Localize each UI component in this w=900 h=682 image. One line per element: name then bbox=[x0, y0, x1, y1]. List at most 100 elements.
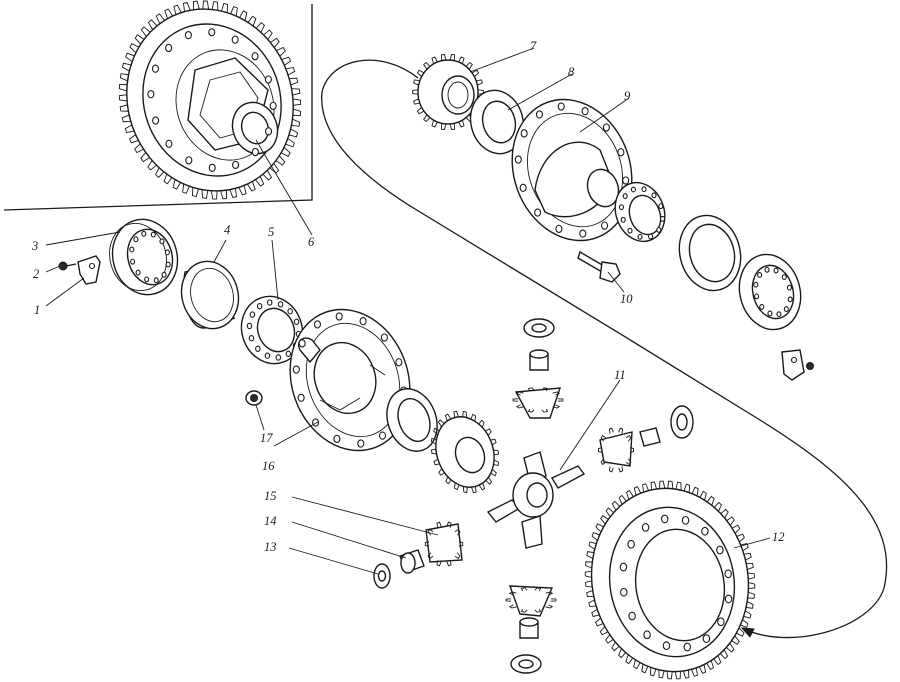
gear-tooth bbox=[433, 458, 440, 466]
gear-tooth bbox=[471, 69, 480, 77]
inset-frame bbox=[3, 4, 313, 211]
bolt-hole bbox=[248, 335, 255, 342]
gear-tooth bbox=[618, 427, 624, 434]
gear-tooth bbox=[454, 528, 461, 536]
gear-tooth bbox=[713, 501, 722, 512]
gear-tooth bbox=[493, 449, 499, 456]
gear-tooth bbox=[600, 458, 607, 466]
gear-tooth bbox=[140, 152, 150, 163]
gear-tooth bbox=[292, 108, 302, 116]
gear-tooth bbox=[659, 480, 666, 489]
gear-tooth bbox=[736, 533, 745, 543]
bolt-hole bbox=[557, 102, 565, 111]
gear-tooth bbox=[201, 189, 209, 199]
gear-tooth bbox=[605, 507, 614, 518]
gear-tooth bbox=[595, 617, 604, 627]
gear-tooth bbox=[433, 427, 440, 436]
gear-tooth bbox=[534, 608, 542, 613]
gear-tooth bbox=[412, 89, 419, 95]
part-10-bolt bbox=[577, 250, 621, 283]
gear-tooth bbox=[731, 524, 741, 534]
gear-tooth bbox=[449, 53, 455, 61]
gear-tooth bbox=[683, 483, 691, 493]
bearing-right bbox=[614, 181, 666, 243]
assembled-differential bbox=[118, 0, 302, 200]
pinion-washer-bottom bbox=[510, 654, 542, 674]
bolt-hole bbox=[133, 236, 139, 243]
gear-tooth bbox=[119, 104, 129, 112]
gear-tooth bbox=[285, 138, 295, 148]
gear-tooth bbox=[239, 10, 248, 21]
gear-tooth bbox=[478, 482, 486, 491]
gear-tooth bbox=[119, 73, 129, 82]
bolt-hole bbox=[724, 594, 733, 604]
part-5-tapered-bearing bbox=[240, 295, 304, 365]
gear-tooth bbox=[438, 468, 445, 476]
gear-tooth bbox=[545, 604, 554, 609]
side-gear-left bbox=[430, 410, 500, 494]
gear-tooth bbox=[505, 598, 512, 602]
gear-tooth bbox=[453, 482, 460, 491]
gear-tooth bbox=[413, 98, 420, 105]
part-labels: 1 2 3 4 5 6 7 8 9 10 11 12 13 14 15 16 1… bbox=[31, 39, 785, 554]
gear-tooth bbox=[485, 476, 493, 485]
gear-tooth bbox=[595, 523, 604, 533]
bolt-hole bbox=[164, 249, 170, 256]
bolt-hole bbox=[781, 274, 787, 281]
gear-tooth bbox=[125, 52, 135, 62]
bolt-hole bbox=[581, 107, 589, 116]
label-3: 3 bbox=[31, 239, 38, 253]
bolt-hole bbox=[619, 562, 628, 572]
gear-tooth bbox=[599, 626, 609, 636]
thrust-washer-left bbox=[386, 388, 438, 452]
bolt-hole bbox=[701, 526, 709, 536]
gear-tooth bbox=[719, 649, 729, 660]
bolt-hole bbox=[555, 224, 563, 233]
gear-tooth bbox=[586, 551, 594, 559]
gear-tooth bbox=[431, 56, 438, 65]
bolt-hole bbox=[787, 296, 793, 303]
bolt-hole bbox=[255, 345, 261, 353]
bolt-hole bbox=[656, 226, 662, 233]
bolt-hole bbox=[617, 148, 625, 157]
gear-tooth bbox=[706, 495, 715, 506]
gear-tooth bbox=[163, 173, 173, 185]
gear-tooth bbox=[444, 413, 452, 422]
gear-tooth bbox=[427, 528, 434, 536]
gear-tooth bbox=[413, 79, 420, 86]
gear-tooth bbox=[182, 2, 191, 12]
bolt-hole bbox=[658, 203, 664, 210]
bolt-hole bbox=[683, 642, 692, 652]
gear-tooth bbox=[134, 143, 144, 154]
gear-tooth bbox=[618, 648, 627, 659]
part-3-adjusting-nut bbox=[109, 218, 179, 296]
bolt-hole bbox=[600, 221, 609, 230]
gear-tooth bbox=[276, 46, 286, 57]
bolt-hole bbox=[151, 64, 159, 73]
bolt-hole bbox=[534, 208, 542, 217]
label-5: 5 bbox=[268, 225, 274, 239]
gear-tooth bbox=[490, 438, 497, 446]
gear-tooth bbox=[476, 79, 483, 86]
pinion-gear-top bbox=[512, 387, 564, 419]
gear-tooth bbox=[436, 521, 442, 528]
bolt-hole bbox=[269, 101, 277, 111]
gear-tooth bbox=[280, 147, 291, 157]
gear-tooth bbox=[423, 114, 431, 123]
bolt-hole bbox=[620, 216, 626, 223]
bolt-hole bbox=[641, 186, 647, 193]
bolt-hole bbox=[277, 301, 284, 308]
gear-tooth bbox=[726, 642, 735, 653]
gear-tooth bbox=[437, 419, 445, 428]
gear-tooth bbox=[585, 561, 593, 569]
bolt-hole bbox=[786, 284, 792, 291]
gear-tooth bbox=[591, 532, 600, 541]
gear-tooth bbox=[720, 508, 729, 519]
bolt-hole bbox=[264, 352, 271, 359]
gear-tooth bbox=[698, 664, 707, 674]
bolt-hole bbox=[246, 322, 253, 330]
bolt-hole bbox=[662, 641, 671, 651]
bolt-hole bbox=[266, 299, 273, 306]
label-14: 14 bbox=[264, 514, 277, 528]
